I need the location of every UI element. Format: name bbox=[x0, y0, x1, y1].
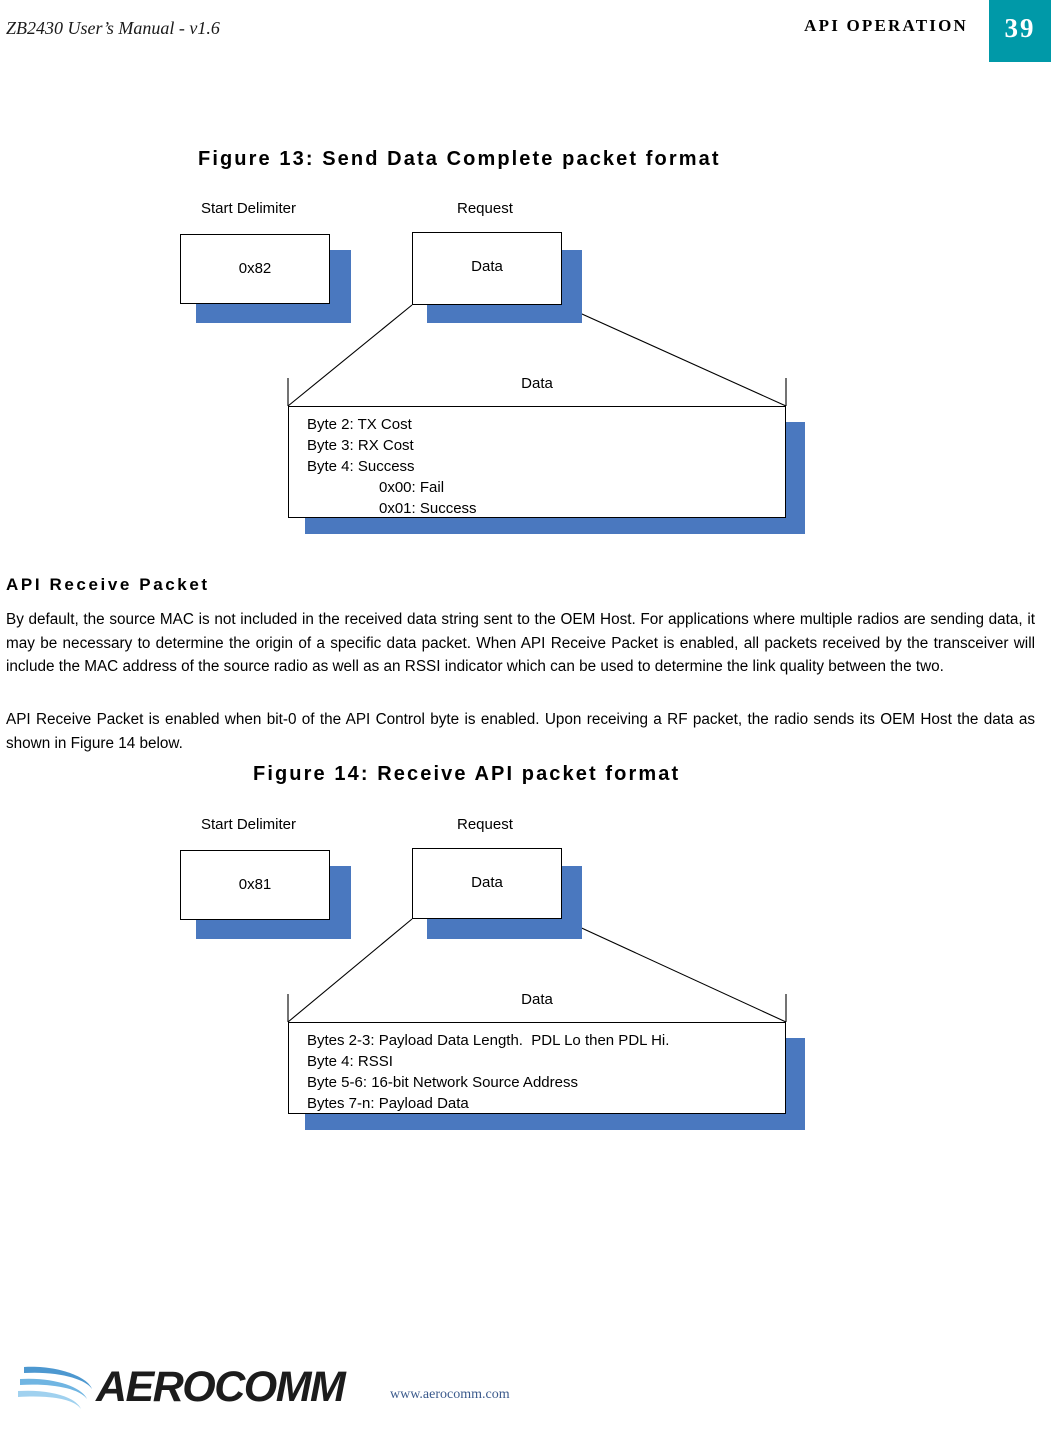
fig13-request-label: Request bbox=[457, 200, 513, 217]
fig13-start-box-value: 0x82 bbox=[238, 260, 272, 277]
fig13-detail-line: 0x01: Success bbox=[379, 500, 477, 517]
fig13-start-delimiter-label: Start Delimiter bbox=[201, 200, 297, 217]
fig14-detail-line: Bytes 2-3: Payload Data Length. PDL Lo t… bbox=[307, 1032, 670, 1049]
fig14-callout-label: Data bbox=[521, 991, 553, 1008]
section-title: API OPERATION bbox=[804, 16, 968, 35]
aerocomm-swoosh-icon bbox=[18, 1366, 92, 1409]
fig13-start-box: 0x82 bbox=[180, 234, 330, 304]
fig13-detail-line: Byte 2: TX Cost bbox=[307, 416, 412, 433]
fig14-detail-line: Byte 4: RSSI bbox=[307, 1053, 393, 1070]
fig13-callout-label: Data bbox=[521, 375, 553, 392]
fig13-detail-line: 0x00: Fail bbox=[379, 479, 445, 496]
page-header: ZB2430 User’s Manual - v1.6 API OPERATIO… bbox=[0, 0, 1051, 62]
fig14-start-delimiter-label: Start Delimiter bbox=[201, 816, 297, 833]
fig14-request-box: Data bbox=[412, 848, 562, 919]
fig13-detail-line: Byte 4: Success bbox=[307, 458, 415, 475]
fig13-request-box-value: Data bbox=[471, 258, 503, 275]
section-heading-api-receive-packet: API Receive Packet bbox=[6, 575, 210, 594]
fig14-detail-box: Bytes 2-3: Payload Data Length. PDL Lo t… bbox=[288, 1022, 786, 1114]
page-number: 39 bbox=[1004, 13, 1036, 43]
fig13-detail-box: Byte 2: TX Cost Byte 3: RX Cost Byte 4: … bbox=[288, 406, 786, 518]
aerocomm-logo: AEROCOMM www.aerocomm.com bbox=[18, 1359, 510, 1420]
fig14-start-box-value: 0x81 bbox=[238, 876, 272, 893]
fig13-connector-lines bbox=[287, 304, 787, 407]
figure-13-title: Figure 13: Send Data Complete packet for… bbox=[198, 148, 721, 170]
fig14-request-box-value: Data bbox=[471, 874, 503, 891]
section-paragraph-1: By default, the source MAC is not includ… bbox=[6, 611, 1035, 675]
section-paragraph-2: API Receive Packet is enabled when bit-0… bbox=[6, 711, 1035, 752]
fig14-detail-line: Byte 5-6: 16-bit Network Source Address bbox=[307, 1074, 578, 1091]
aerocomm-url: www.aerocomm.com bbox=[390, 1387, 510, 1402]
aerocomm-wordmark: AEROCOMM bbox=[96, 1363, 346, 1411]
fig14-start-box: 0x81 bbox=[180, 850, 330, 920]
fig14-connector-lines bbox=[287, 918, 787, 1023]
page-footer: AEROCOMM www.aerocomm.com bbox=[0, 1323, 1051, 1433]
page-number-box: 39 bbox=[989, 0, 1051, 62]
fig13-detail-line: Byte 3: RX Cost bbox=[307, 437, 414, 454]
fig14-request-label: Request bbox=[457, 816, 513, 833]
fig14-detail-line: Bytes 7-n: Payload Data bbox=[307, 1095, 469, 1112]
figure-14-title: Figure 14: Receive API packet format bbox=[253, 763, 681, 785]
fig13-request-box: Data bbox=[412, 232, 562, 305]
manual-title: ZB2430 User’s Manual - v1.6 bbox=[6, 18, 220, 38]
